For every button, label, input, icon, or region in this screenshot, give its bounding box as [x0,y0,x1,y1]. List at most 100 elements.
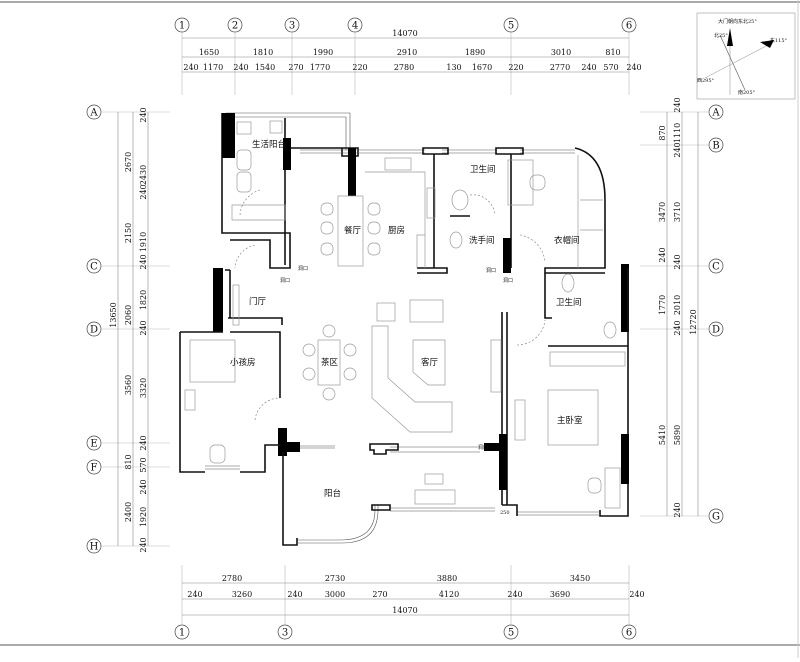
axis-label: E [90,439,97,450]
dimension-value: 240 [139,254,148,269]
axis-marker-circle [708,258,724,274]
dimension-value: 130 [446,63,461,72]
axis-marker-circle [86,435,102,451]
kids-bed [189,339,236,383]
dimension-value: 14070 [392,606,417,615]
axis-label: 3 [289,21,295,32]
opening-label: 洞口 [298,265,308,272]
dimension-value: 2780 [394,63,414,72]
axis-label: D [90,325,98,336]
axis-marker-circle [284,17,300,33]
dimension-value: 2730 [325,574,345,583]
grid-lines [102,33,708,624]
walls [179,112,629,546]
axis-label: 6 [626,628,632,639]
dimension-value: 3560 [124,375,133,395]
axis-marker-circle [621,624,637,640]
direction-arrow-icon [760,40,774,48]
dimension-value: 3450 [570,574,590,583]
dimension-value: 2150 [124,223,133,243]
opening-label: 洞口 [486,267,496,274]
axis-label: 5 [508,628,514,639]
dimension-value: 5890 [673,425,682,445]
axis-marker-circle [503,17,519,33]
master-bed [547,389,599,446]
stove [426,187,436,219]
dimension-value: 4120 [439,590,459,599]
dimension-value: 240 [658,247,667,262]
dimension-value: 3010 [551,48,571,57]
dimension-value: 570 [603,63,618,72]
axis-label: G [712,512,720,523]
dimension-value: 870 [658,125,667,140]
furniture [184,120,626,509]
axis-label: 3 [282,628,288,639]
opening-label: 洞口 [280,277,290,284]
dimension-value: 810 [605,48,620,57]
dimension-value: 1910 [139,232,148,252]
axis-label: C [90,262,98,273]
dimension-value: 240 [139,184,148,199]
dining-table [337,195,364,267]
dimension-value: 240 [139,320,148,335]
dimension-value: 240 [581,63,596,72]
tv-cabinet [490,339,502,393]
axis-label: D [712,325,720,336]
room-label-kitchen: 厨房 [388,225,405,236]
toilet [451,189,469,211]
dimension-value: 13650 [109,302,118,327]
axis-label: H [90,542,99,553]
room-label-bathroom-1: 卫生间 [470,164,496,175]
room-label-bathroom-2: 卫生间 [556,297,582,308]
axis-marker-circle [227,17,243,33]
dimension-value: 240 [673,97,682,112]
dimension-value: 3320 [139,378,148,398]
dimension-value: 3710 [673,202,682,222]
dimension-value: 240 [139,479,148,494]
axis-marker-circle [708,321,724,337]
axis-marker-circle [86,538,102,554]
dimension-value: 1540 [255,63,275,72]
dimension-value: 2780 [222,574,242,583]
dimension-value: 2910 [397,48,417,57]
coffee-table [412,339,446,386]
dimension-value: 240 [233,63,248,72]
dimension-value: 240 [139,107,148,122]
dimension-value: 240 [673,502,682,517]
north-arrow-icon [727,28,733,46]
compass-west: 西295° [697,78,715,84]
dimension-value: 3000 [325,590,345,599]
room-label-washroom: 洗手间 [469,235,495,246]
dimension-value: 240 [139,435,148,450]
room-label-service-balcony: 生活阳台 [252,139,286,150]
axis-label: 6 [626,21,632,32]
dimension-value: 240 [626,63,641,72]
axis-marker-circle [708,104,724,120]
opening-label: 洞口 [503,277,513,284]
dimension-value: 1770 [310,63,330,72]
room-label-tea-area: 茶区 [321,357,339,368]
misc-dimension-label: 250 [500,510,510,516]
room-label-kids-room: 小孩房 [230,357,256,368]
dimension-value: 270 [372,590,387,599]
dimension-value: 1170 [203,63,223,72]
compass-east: 东115° [770,37,788,44]
axis-label: B [712,141,719,152]
dimension-value: 240 [673,320,682,335]
dimension-value: 1770 [658,295,667,315]
dimension-value: 240 [139,537,148,552]
axis-marker-circle [174,17,190,33]
dimension-value: 1670 [472,63,492,72]
dimension-value: 3260 [232,590,252,599]
dimension-value: 240 [507,590,522,599]
dimension-value: 2670 [124,152,133,172]
dimension-value: 2770 [550,63,570,72]
kitchen-sink [384,157,412,171]
dimension-value: 810 [124,454,133,469]
axis-marker-circle [174,624,190,640]
dimension-value: 3470 [658,202,667,222]
axis-label: 1 [179,21,185,32]
compass-title: 大门朝向东北25° [718,18,757,25]
compass-north: 北25° [714,32,728,39]
